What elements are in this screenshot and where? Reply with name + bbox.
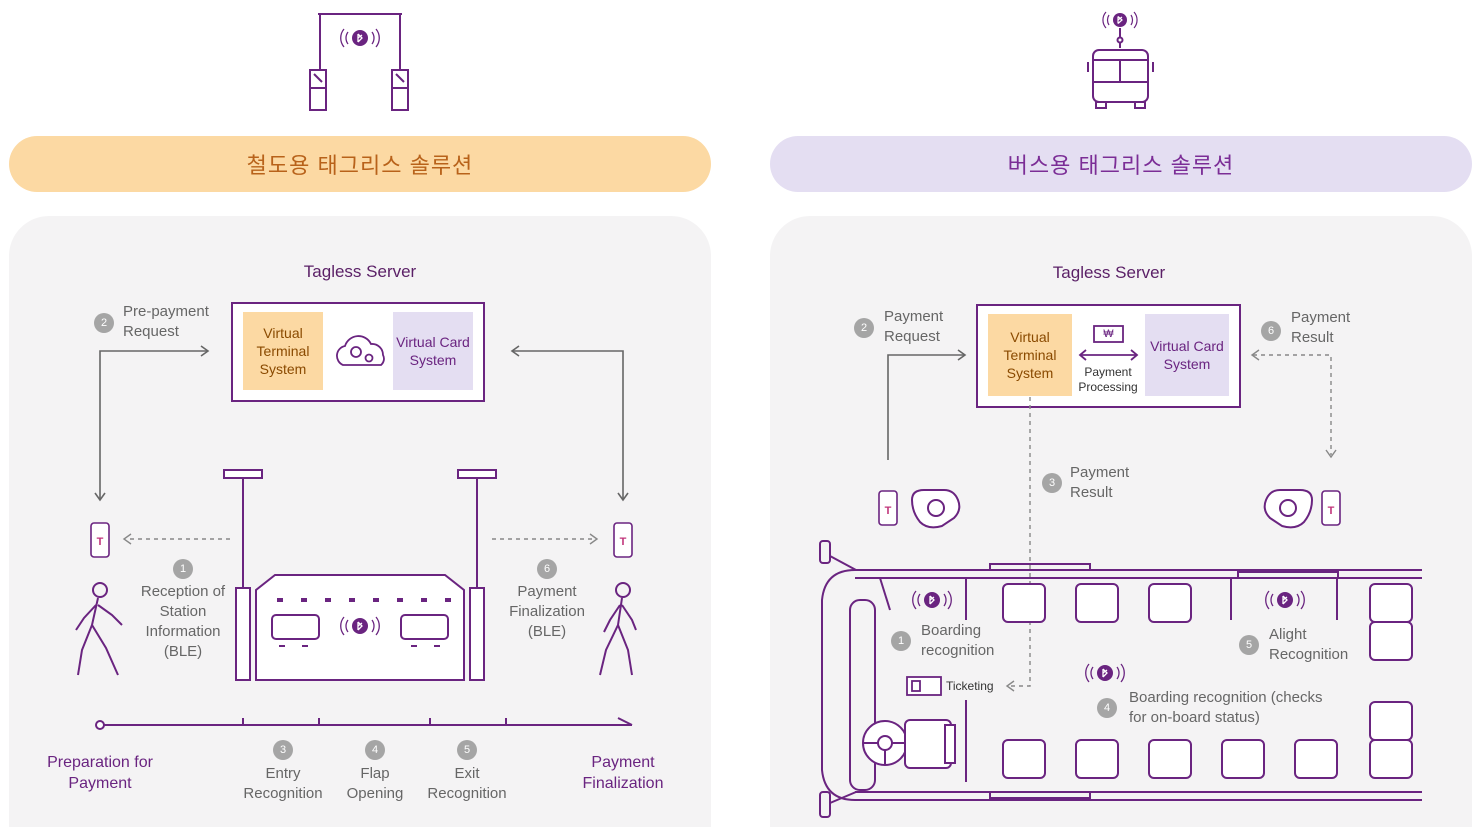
rail-step-4-label: Flap Opening (346, 765, 404, 802)
walking-person-icon (75, 582, 123, 676)
rail-server-title: Tagless Server (303, 262, 417, 281)
phone-icon: T (878, 490, 898, 526)
person-topview-icon (1263, 489, 1314, 529)
bus-step-2-label: Payment Request (884, 308, 944, 345)
phone-icon: T (1321, 490, 1341, 526)
bus-icon (1087, 28, 1154, 109)
bus-step-4-label: Boarding recognition (checks for on-boar… (1129, 689, 1323, 726)
ticket-icon (906, 676, 942, 696)
bluetooth-icon (912, 590, 952, 610)
bus-arrow-payment-result-3 (1005, 397, 1031, 692)
rail-step-2-label: Pre-payment Request (123, 303, 209, 340)
rail-timeline (95, 717, 633, 730)
bus-virtual-card-system: Virtual Card System (1145, 314, 1229, 396)
bus-step-1-label: Boarding recognition (921, 622, 995, 659)
rail-virtual-terminal-system: Virtual Terminal System (243, 312, 323, 390)
bus-processing-arrow (1078, 325, 1139, 361)
svg-text:T: T (97, 536, 104, 548)
rail-step-4-badge: 4 (365, 740, 385, 760)
cloud-gear-icon (336, 335, 385, 366)
rail-step-5-badge: 5 (457, 740, 477, 760)
bus-step-1-badge: 1 (891, 631, 911, 651)
bus-arrow-payment-request (887, 349, 967, 460)
svg-text:T: T (620, 536, 627, 548)
bus-step-5-label: Alight Recognition (1269, 626, 1349, 663)
bluetooth-icon (1102, 11, 1138, 29)
phone-icon: T (90, 522, 110, 558)
svg-text:T: T (1328, 505, 1335, 517)
rail-virtual-card-system: Virtual Card System (393, 312, 473, 390)
won-symbol: ₩ (1103, 328, 1114, 340)
bus-step-2-badge: 2 (854, 318, 874, 338)
rail-step-6-label: Payment Finalization (BLE) (509, 583, 585, 640)
walking-person-icon (599, 582, 637, 676)
rail-timeline-start-label: Preparation for Payment (47, 754, 153, 792)
bus-title: 버스용 태그리스 솔루션 (1007, 153, 1235, 178)
bus-step-6-label: Payment Result (1291, 309, 1351, 346)
bluetooth-icon (1265, 590, 1305, 610)
bus-topview (819, 540, 1422, 818)
bus-step-3-label: Payment Result (1070, 464, 1130, 501)
rail-step-1-label: Reception of Station Information (BLE) (140, 583, 226, 660)
bus-ticketing-label: Ticketing (946, 679, 994, 693)
steering-wheel-icon (862, 720, 908, 766)
gate-icon (223, 469, 497, 681)
rail-step-1-badge: 1 (173, 559, 193, 579)
rail-timeline-end-label: Payment Finalization (582, 754, 664, 792)
rail-title-pill: 철도용 태그리스 솔루션 (9, 136, 711, 192)
svg-text:T: T (885, 505, 892, 517)
rail-step-3-label: Entry Recognition (243, 765, 323, 802)
bus-step-6-badge: 6 (1261, 321, 1281, 341)
seat-icon (904, 719, 956, 769)
bus-step-4-badge: 4 (1097, 698, 1117, 718)
rail-step-5-label: Exit Recognition (427, 765, 507, 802)
rail-title: 철도용 태그리스 솔루션 (246, 153, 474, 178)
bus-payment-processing-label: Payment Processing (1078, 365, 1138, 394)
gate-icon (309, 13, 409, 111)
phone-icon: T (613, 522, 633, 558)
bus-arrow-payment-result-6 (1250, 349, 1337, 459)
bus-title-pill: 버스용 태그리스 솔루션 (770, 136, 1472, 192)
bus-server-title: Tagless Server (1052, 263, 1166, 282)
bus-step-3-badge: 3 (1042, 473, 1062, 493)
rail-step-6-badge: 6 (537, 559, 557, 579)
bus-virtual-terminal-system: Virtual Terminal System (988, 314, 1072, 396)
bluetooth-icon (1085, 663, 1125, 683)
bus-step-5-badge: 5 (1239, 635, 1259, 655)
bluetooth-icon (340, 616, 380, 636)
rail-arrow-left (94, 345, 210, 502)
rail-arrow-right (510, 345, 629, 502)
rail-step-3-badge: 3 (273, 740, 293, 760)
won-icon (1093, 325, 1124, 343)
seat-icon (1002, 583, 1413, 779)
bluetooth-icon (340, 28, 380, 48)
person-topview-icon (910, 489, 961, 529)
rail-step-2-badge: 2 (94, 313, 114, 333)
